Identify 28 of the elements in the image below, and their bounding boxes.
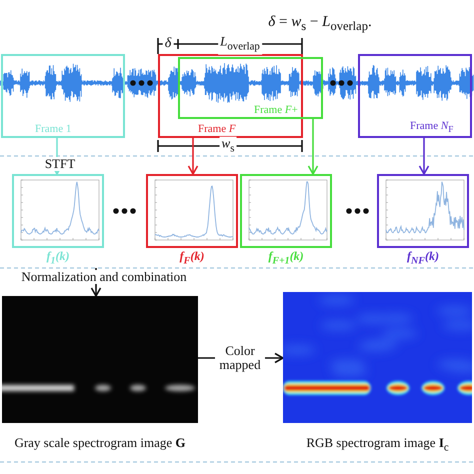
frame-label: Frame F+ bbox=[254, 104, 298, 116]
arrow bbox=[188, 138, 198, 175]
image-caption: Gray scale spectrogram image G bbox=[14, 435, 186, 450]
plot-caption: f$_{F}$(k) bbox=[180, 249, 204, 268]
edge-label: STFT bbox=[42, 157, 78, 171]
frame-box bbox=[1, 54, 125, 138]
frame-box bbox=[358, 54, 472, 138]
spectrogram-image bbox=[2, 296, 198, 423]
edge-label: Color mapped bbox=[215, 344, 265, 372]
spectrum-plot bbox=[240, 174, 332, 248]
frame-label: Frame N$_{F}$ bbox=[410, 120, 454, 135]
frame-box bbox=[178, 57, 323, 119]
plot-caption: f$_{1}$(k) bbox=[46, 249, 70, 268]
image-caption: RGB spectrogram image I$_{c}$ bbox=[306, 435, 449, 456]
dimension-label: w$_{s}$ bbox=[220, 136, 236, 156]
frame-label: Frame F bbox=[198, 123, 236, 135]
spectrogram-image bbox=[283, 292, 472, 423]
plot-caption: f$_{F+1}$(k) bbox=[268, 249, 304, 268]
spectrum-plot bbox=[377, 174, 469, 248]
equation: δ = w$_{s}$ − L$_{overlap}$. bbox=[266, 14, 374, 34]
frame-box bbox=[158, 54, 303, 138]
spectrum-plot bbox=[146, 174, 238, 248]
plot-caption: f$_{NF}$(k) bbox=[407, 249, 439, 268]
arrow bbox=[418, 138, 430, 175]
edge-label: Normalization and combination bbox=[19, 270, 189, 284]
spectrum-plot bbox=[12, 174, 104, 248]
frame-label: Frame 1 bbox=[35, 123, 72, 135]
arrow bbox=[308, 119, 318, 175]
